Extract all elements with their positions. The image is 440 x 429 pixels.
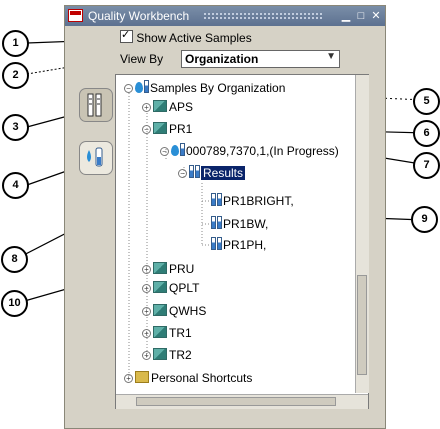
callout-3: 3 [2, 114, 29, 141]
callout-7: 7 [413, 152, 440, 179]
vertical-scrollbar[interactable] [355, 75, 369, 393]
organization-icon [153, 262, 167, 274]
app-logo-icon [68, 9, 83, 22]
organization-icon [153, 100, 167, 112]
expand-icon[interactable]: + [124, 374, 133, 383]
tree-node-label: PR1PH, [223, 238, 267, 252]
view-by-select[interactable]: Organization ▼ [181, 50, 340, 68]
tree-node-label: Samples By Organization [150, 81, 286, 95]
tree-node-root[interactable]: − Samples By Organization [124, 80, 285, 96]
tree-node-label-selected: Results [201, 166, 246, 180]
result-icon [195, 165, 200, 178]
tab-samples-tree[interactable] [79, 88, 113, 122]
show-active-samples-checkbox[interactable]: Show Active Samples [120, 28, 252, 45]
organization-icon [153, 326, 167, 338]
tree-node-personal-shortcuts[interactable]: + Personal Shortcuts [124, 370, 252, 386]
tree-node-label: Personal Shortcuts [151, 371, 253, 385]
sample-list-icon [87, 93, 102, 117]
tree-node-result[interactable]: PR1BRIGHT, [211, 193, 294, 209]
result-icon [211, 216, 216, 229]
tree-node-aps[interactable]: + APS [142, 99, 193, 115]
title-bar-grip [203, 12, 323, 20]
callout-6: 6 [413, 120, 440, 147]
tab-sample-detail[interactable] [79, 141, 113, 175]
result-icon [211, 193, 216, 206]
tree-node-results[interactable]: − Results [178, 165, 246, 181]
scroll-thumb[interactable] [136, 397, 336, 406]
tree-node-pr1[interactable]: − PR1 [142, 121, 192, 137]
tree-node-pru[interactable]: + PRU [142, 261, 194, 277]
collapse-icon[interactable]: − [178, 169, 187, 178]
tree-node-label: 000789,7370,1,(In Progress) [186, 144, 339, 158]
tree-node-result[interactable]: PR1PH, [211, 237, 266, 253]
title-bar: Quality Workbench ▁ □ ✕ [65, 6, 385, 26]
expand-icon[interactable]: + [142, 307, 151, 316]
callout-8: 8 [1, 246, 28, 273]
show-active-samples-label: Show Active Samples [136, 31, 252, 45]
collapse-icon[interactable]: − [124, 84, 133, 93]
result-icon [189, 165, 194, 178]
sample-tree: − Samples By Organization + APS − PR1 − 0007… [115, 74, 369, 409]
result-icon [217, 216, 222, 229]
tree-node-label: TR2 [169, 348, 192, 362]
tree-node-qplt[interactable]: + QPLT [142, 280, 199, 296]
tree-connector-lines [128, 93, 210, 380]
expand-icon[interactable]: + [142, 265, 151, 274]
tree-node-label: PRU [169, 262, 195, 276]
callout-5: 5 [413, 88, 440, 115]
tree-node-qwhs[interactable]: + QWHS [142, 303, 206, 319]
callout-2: 2 [2, 62, 29, 89]
tree-node-label: TR1 [169, 326, 192, 340]
tree-node-label: PR1BW, [223, 217, 269, 231]
tree-node-label: QPLT [169, 281, 200, 295]
callout-4: 4 [2, 172, 29, 199]
tree-node-sample[interactable]: − 000789,7370,1,(In Progress) [160, 143, 339, 159]
tree-node-tr1[interactable]: + TR1 [142, 325, 192, 341]
tree-node-result[interactable]: PR1BW, [211, 216, 268, 232]
horizontal-scrollbar[interactable] [116, 394, 368, 409]
tree-node-label: QWHS [169, 304, 207, 318]
result-icon [217, 237, 222, 250]
checkbox-checked-icon[interactable] [120, 28, 133, 43]
test-tube-icon [180, 143, 185, 156]
test-tube-icon [144, 80, 149, 93]
organization-icon [153, 348, 167, 360]
view-by-value: Organization [185, 52, 259, 66]
organization-icon [153, 304, 167, 316]
expand-icon[interactable]: + [142, 284, 151, 293]
maximize-icon[interactable]: □ [357, 10, 365, 22]
collapse-icon[interactable]: − [160, 147, 169, 156]
callout-10: 10 [1, 290, 28, 317]
tree-node-label: PR1BRIGHT, [223, 194, 294, 208]
drop-icon [135, 82, 143, 93]
collapse-icon[interactable]: − [142, 125, 151, 134]
result-icon [217, 193, 222, 206]
callout-9: 9 [411, 206, 438, 233]
expand-icon[interactable]: + [142, 351, 151, 360]
window-title: Quality Workbench [88, 9, 190, 23]
organization-icon [153, 122, 167, 134]
expand-icon[interactable]: + [142, 103, 151, 112]
scroll-thumb[interactable] [357, 275, 367, 375]
tree-node-tr2[interactable]: + TR2 [142, 347, 192, 363]
minimize-icon[interactable]: ▁ [341, 10, 351, 22]
tree-node-label: APS [169, 100, 194, 114]
view-by-label: View By [120, 52, 164, 66]
drop-test-tube-icon [87, 147, 103, 167]
result-icon [211, 237, 216, 250]
expand-icon[interactable]: + [142, 329, 151, 338]
close-icon[interactable]: ✕ [371, 10, 381, 22]
callout-1: 1 [2, 30, 29, 57]
drop-icon [171, 145, 179, 156]
organization-icon [153, 281, 167, 293]
tree-node-label: PR1 [169, 122, 193, 136]
folder-icon [135, 371, 149, 383]
chevron-down-icon[interactable]: ▼ [326, 51, 336, 62]
